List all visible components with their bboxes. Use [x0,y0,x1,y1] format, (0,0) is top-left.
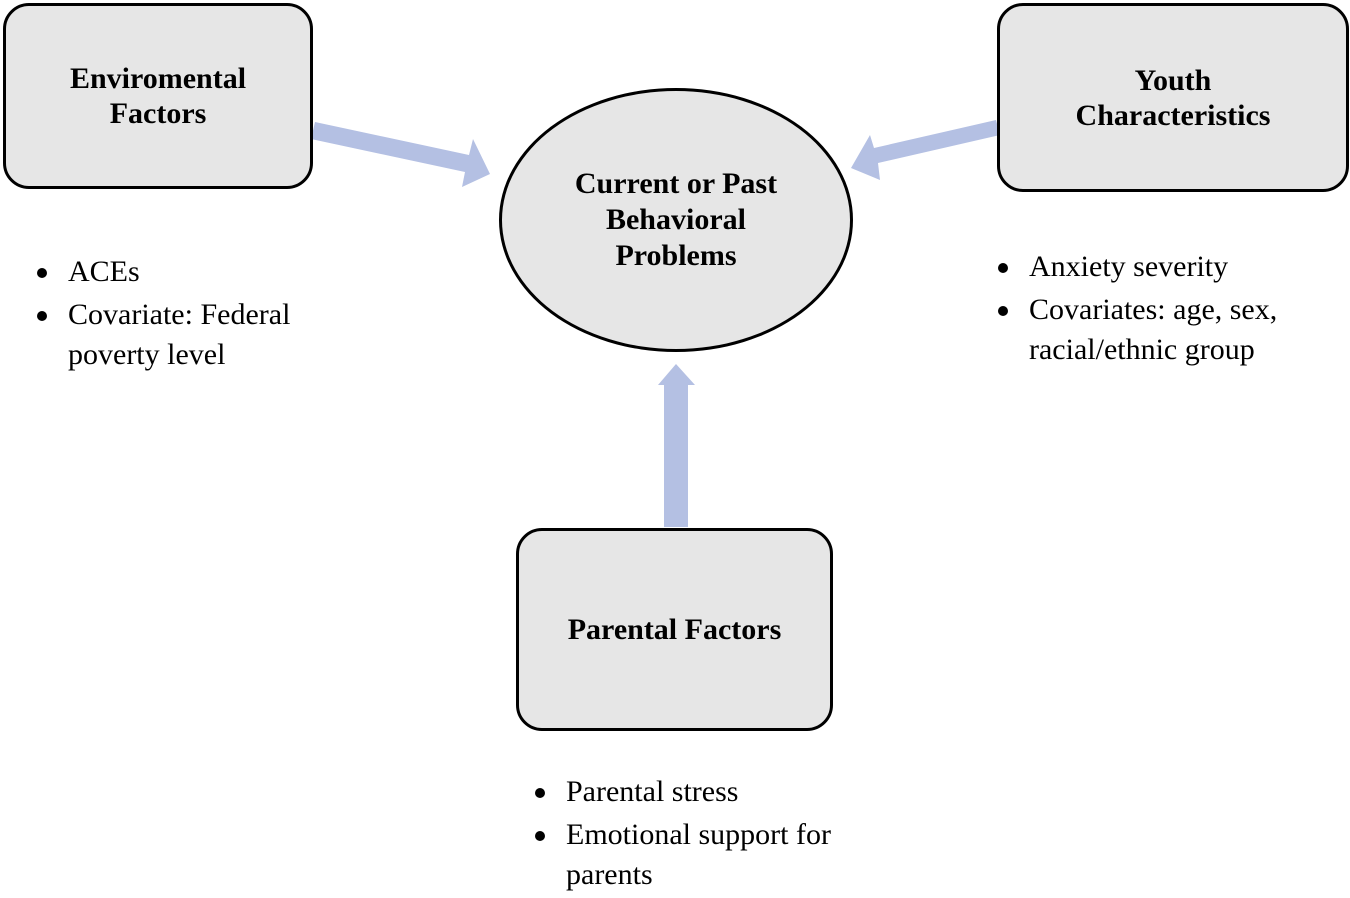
environmental-factors-list: ACEs Covariate: Federal poverty level [37,252,317,378]
center-title-line: Behavioral [605,203,746,236]
environmental-title-line: Enviromental [69,62,247,95]
parental-factors-title: Parental Factors [568,612,782,647]
youth-characteristics-box: Youth Characteristics [997,3,1349,192]
list-item: Covariates: age, sex, racial/ethnic grou… [998,290,1343,370]
arrow-youth-to-center [851,120,1000,180]
behavioral-problems-oval: Current or Past Behavioral Problems [499,88,853,352]
youth-characteristics-title: Youth Characteristics [1076,63,1271,133]
parental-factors-box: Parental Factors [516,528,833,731]
list-item: Covariate: Federal poverty level [37,295,317,375]
behavioral-problems-title: Current or Past Behavioral Problems [575,166,777,274]
arrow-parental-to-center [658,364,695,527]
arrow-environmental-to-center [311,122,490,187]
youth-characteristics-list: Anxiety severity Covariates: age, sex, r… [998,247,1343,373]
center-title-line: Current or Past [574,167,778,200]
parental-title-line: Parental Factors [567,613,782,646]
youth-title-line: Youth [1134,63,1212,97]
list-item: Emotional support for parents [535,815,895,895]
environmental-factors-title: Enviromental Factors [70,61,246,131]
list-item: Parental stress [535,772,895,812]
center-title-line: Problems [615,239,737,272]
environmental-factors-box: Enviromental Factors [3,3,313,189]
list-item: ACEs [37,252,317,292]
parental-factors-list: Parental stress Emotional support for pa… [535,772,895,898]
list-item: Anxiety severity [998,247,1343,287]
youth-title-line: Characteristics [1075,98,1271,132]
environmental-title-line: Factors [109,97,207,130]
